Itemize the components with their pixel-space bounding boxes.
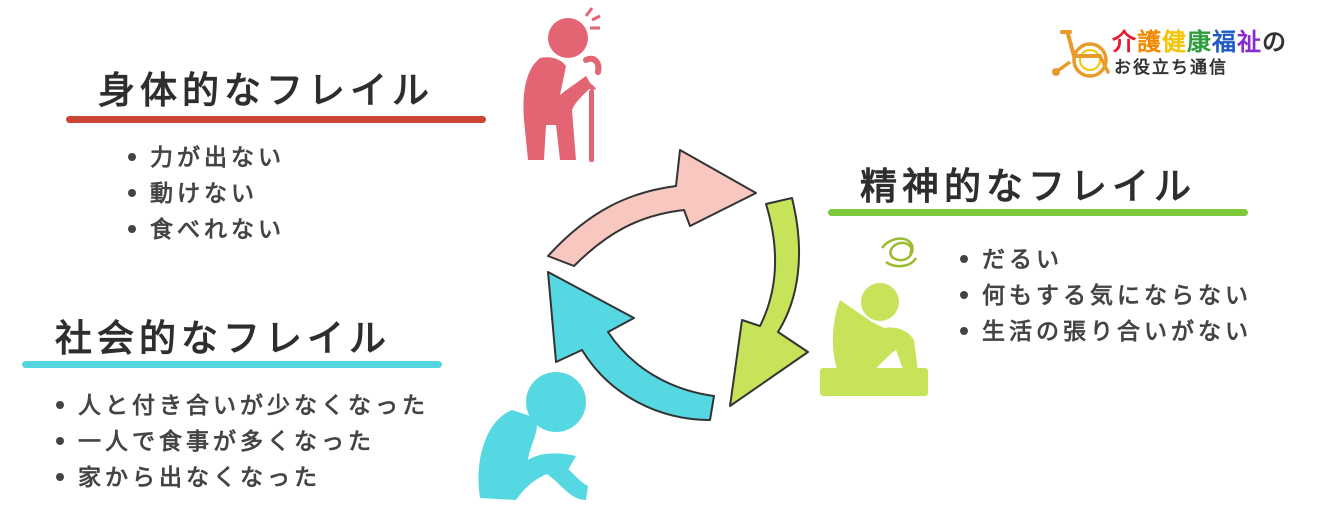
logo-char: 護 <box>1137 28 1162 56</box>
bullet-icon <box>128 188 136 197</box>
social-underline <box>22 361 442 368</box>
social-heading: 社会的なフレイル <box>55 317 391 360</box>
list-item: 一人で食事が多くなった <box>56 424 429 460</box>
mental-list: だるい 何もする気にならない 生活の張り合いがない <box>960 242 1252 350</box>
physical-underline <box>66 116 486 123</box>
bullet-icon <box>960 254 968 263</box>
list-item: 何もする気にならない <box>960 278 1252 314</box>
list-item-text: だるい <box>982 247 1063 273</box>
logo-char: 介 <box>1112 28 1137 56</box>
logo-subtitle: お役立ち通信 <box>1114 58 1228 78</box>
list-item: 食べれない <box>128 212 285 248</box>
list-item-text: 人と付き合いが少なくなった <box>78 393 429 419</box>
list-item-text: 何もする気にならない <box>982 283 1252 309</box>
logo-char: 康 <box>1187 28 1212 56</box>
list-item-text: 力が出ない <box>150 145 285 171</box>
dejected-sitting-person-icon <box>820 237 928 396</box>
cycle-arrow-mental <box>729 197 809 407</box>
list-item: 人と付き合いが少なくなった <box>56 388 429 424</box>
elderly-with-cane-icon <box>523 7 602 162</box>
list-item: 生活の張り合いがない <box>960 314 1252 350</box>
wheelchair-icon <box>1052 30 1110 78</box>
crouching-person-icon <box>478 372 588 500</box>
list-item-text: 生活の張り合いがない <box>982 319 1252 345</box>
physical-heading: 身体的なフレイル <box>98 69 434 112</box>
bullet-icon <box>128 152 136 161</box>
logo-char: 福 <box>1212 28 1237 56</box>
bullet-icon <box>56 400 64 409</box>
list-item: 動けない <box>128 176 285 212</box>
social-list: 人と付き合いが少なくなった 一人で食事が多くなった 家から出なくなった <box>56 388 429 496</box>
logo-char: の <box>1262 28 1287 56</box>
logo-title: 介護健康福祉の <box>1112 22 1287 57</box>
list-item-text: 家から出なくなった <box>78 465 321 491</box>
list-item-text: 食べれない <box>150 217 285 243</box>
cycle-arrow-social <box>547 271 715 421</box>
logo-char: 祉 <box>1237 28 1262 56</box>
list-item: 家から出なくなった <box>56 460 429 496</box>
cycle-arrow-physical <box>547 149 757 267</box>
physical-list: 力が出ない 動けない 食べれない <box>128 140 285 248</box>
list-item: だるい <box>960 242 1252 278</box>
bullet-icon <box>960 326 968 335</box>
bullet-icon <box>56 436 64 445</box>
brand-logo: 介護健康福祉の お役立ち通信 <box>1048 22 1308 82</box>
list-item-text: 一人で食事が多くなった <box>78 429 375 455</box>
bullet-icon <box>128 224 136 233</box>
bullet-icon <box>960 290 968 299</box>
logo-char: 健 <box>1162 28 1187 56</box>
mental-heading: 精神的なフレイル <box>860 165 1196 208</box>
list-item: 力が出ない <box>128 140 285 176</box>
bullet-icon <box>56 472 64 481</box>
mental-underline <box>828 209 1248 216</box>
list-item-text: 動けない <box>150 181 258 207</box>
